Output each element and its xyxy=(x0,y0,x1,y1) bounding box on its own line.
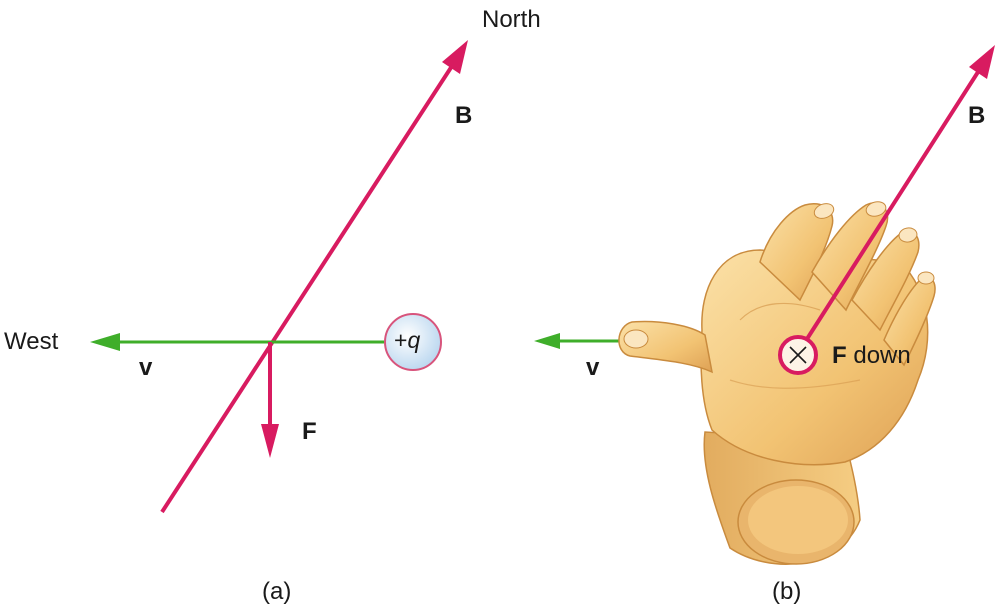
positive-charge xyxy=(384,313,442,371)
caption-b: (b) xyxy=(772,578,802,605)
force-into-page-symbol xyxy=(778,335,818,375)
west-label: West xyxy=(4,328,59,355)
b-field-label-b: B xyxy=(968,102,986,129)
velocity-label-a: v xyxy=(139,354,153,381)
north-label: North xyxy=(482,6,541,33)
charge-label: +q xyxy=(394,327,421,353)
velocity-label-b: v xyxy=(586,354,600,381)
velocity-arrow-a xyxy=(90,333,384,351)
right-hand-illustration xyxy=(618,201,936,565)
force-label-a: F xyxy=(302,418,317,445)
caption-a: (a) xyxy=(262,578,292,605)
velocity-arrow-b xyxy=(534,333,624,349)
b-field-label-a: B xyxy=(455,102,473,129)
force-down-label: F down xyxy=(832,342,911,369)
panel-a xyxy=(90,40,468,514)
force-arrow-a xyxy=(261,342,279,458)
magnetic-field-arrow-b xyxy=(796,45,995,355)
panel-b xyxy=(534,45,995,565)
magnetic-field-arrow-a xyxy=(160,40,468,514)
